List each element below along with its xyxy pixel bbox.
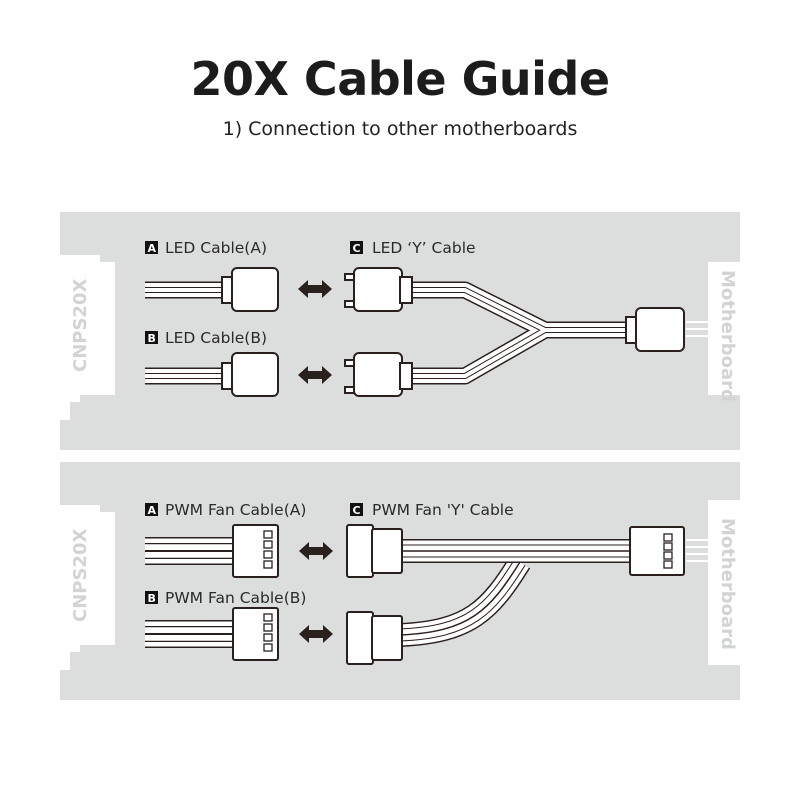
badge-b-text: B <box>148 332 156 345</box>
pwm-connector-b <box>232 607 279 661</box>
led-connector-a <box>221 267 279 312</box>
pwm-y-connector-top <box>346 524 403 578</box>
page-title: 20X Cable Guide <box>190 52 610 106</box>
cooler-label: CNPS20X <box>70 279 91 372</box>
led-y-connector-motherboard <box>625 307 685 352</box>
led-y-cable-label: LED ‘Y’ Cable <box>372 239 476 257</box>
pwm-cable-a-label: PWM Fan Cable(A) <box>165 501 306 519</box>
pwm-y-connector-motherboard <box>629 526 685 576</box>
badge-b <box>145 331 158 344</box>
motherboard-block <box>708 500 740 665</box>
motherboard-pins <box>686 321 708 337</box>
led-cable-b-label: LED Cable(B) <box>165 329 267 347</box>
led-panel: CNPS20X Motherboard A LED Cable(A) B LED… <box>60 212 740 450</box>
badge-b-text: B <box>148 592 156 605</box>
badge-c-text: C <box>353 242 361 255</box>
pwm-cable-b-label: PWM Fan Cable(B) <box>165 589 306 607</box>
motherboard-block <box>708 262 740 395</box>
panel-background <box>60 462 740 700</box>
led-y-connector-bottom <box>344 352 413 397</box>
badge-c <box>350 241 363 254</box>
led-cable-a-label: LED Cable(A) <box>165 239 267 257</box>
page-subtitle: 1) Connection to other motherboards <box>222 118 578 140</box>
badge-a-text: A <box>148 504 157 517</box>
led-y-cable <box>400 281 632 385</box>
led-connector-b <box>221 352 279 397</box>
motherboard-label: Motherboard <box>717 270 738 402</box>
pwm-y-cable <box>399 539 632 647</box>
motherboard-pins <box>686 539 708 562</box>
motherboard-label: Motherboard <box>717 518 738 650</box>
badge-a <box>145 241 158 254</box>
cooler-label: CNPS20X <box>70 529 91 622</box>
cooler-block <box>60 505 115 670</box>
led-y-connector-top <box>344 267 413 312</box>
pwm-panel: CNPS20X Motherboard A PWM Fan Cable(A) B… <box>60 462 740 700</box>
pwm-y-connector-bottom <box>346 611 403 665</box>
badge-c-text: C <box>353 504 361 517</box>
badge-c <box>350 503 363 516</box>
cooler-block <box>60 255 115 420</box>
pwm-connector-a <box>232 524 279 578</box>
badge-a <box>145 503 158 516</box>
pwm-y-cable-label: PWM Fan 'Y' Cable <box>372 501 514 519</box>
badge-b <box>145 591 158 604</box>
badge-a-text: A <box>148 242 157 255</box>
